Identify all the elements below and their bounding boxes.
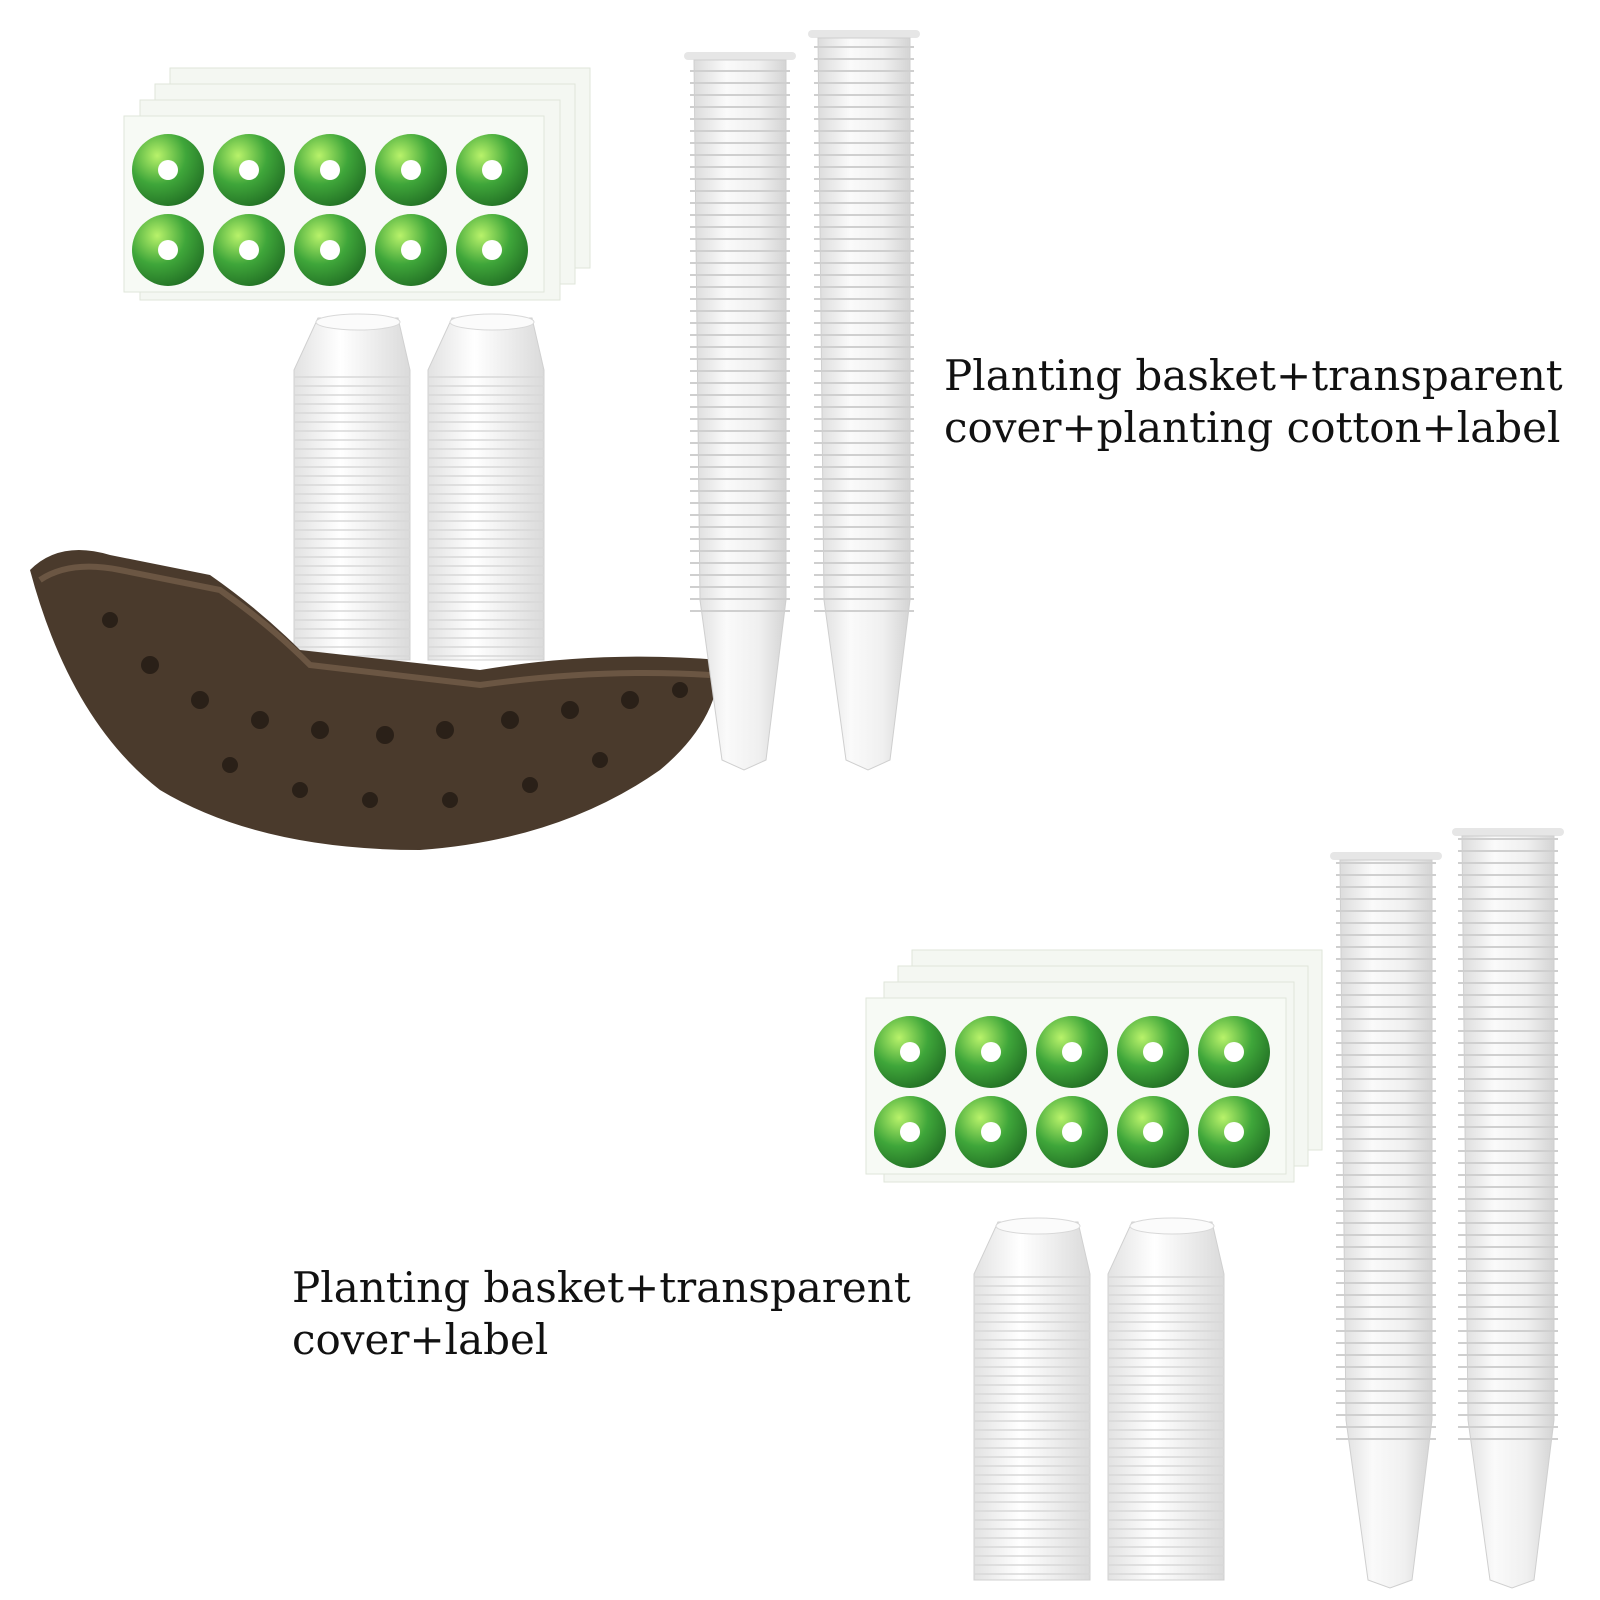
label-sheets-bottom bbox=[865, 949, 1323, 1183]
caption-bottom: Planting basket+transparent cover+label bbox=[292, 1262, 911, 1366]
caption-top-line2: cover+planting cotton+label bbox=[944, 403, 1561, 452]
planting-baskets-top bbox=[684, 30, 920, 771]
caption-top-line1: Planting basket+transparent bbox=[944, 351, 1563, 400]
planting-baskets-bottom bbox=[1330, 828, 1564, 1589]
label-sheets-top bbox=[123, 67, 591, 301]
grow-sponges bbox=[30, 550, 720, 850]
caption-top: Planting basket+transparent cover+planti… bbox=[944, 350, 1563, 454]
cup-stacks-top bbox=[293, 313, 545, 661]
caption-bottom-line2: cover+label bbox=[292, 1315, 549, 1364]
caption-bottom-line1: Planting basket+transparent bbox=[292, 1263, 911, 1312]
cup-stacks-bottom bbox=[973, 1217, 1225, 1581]
